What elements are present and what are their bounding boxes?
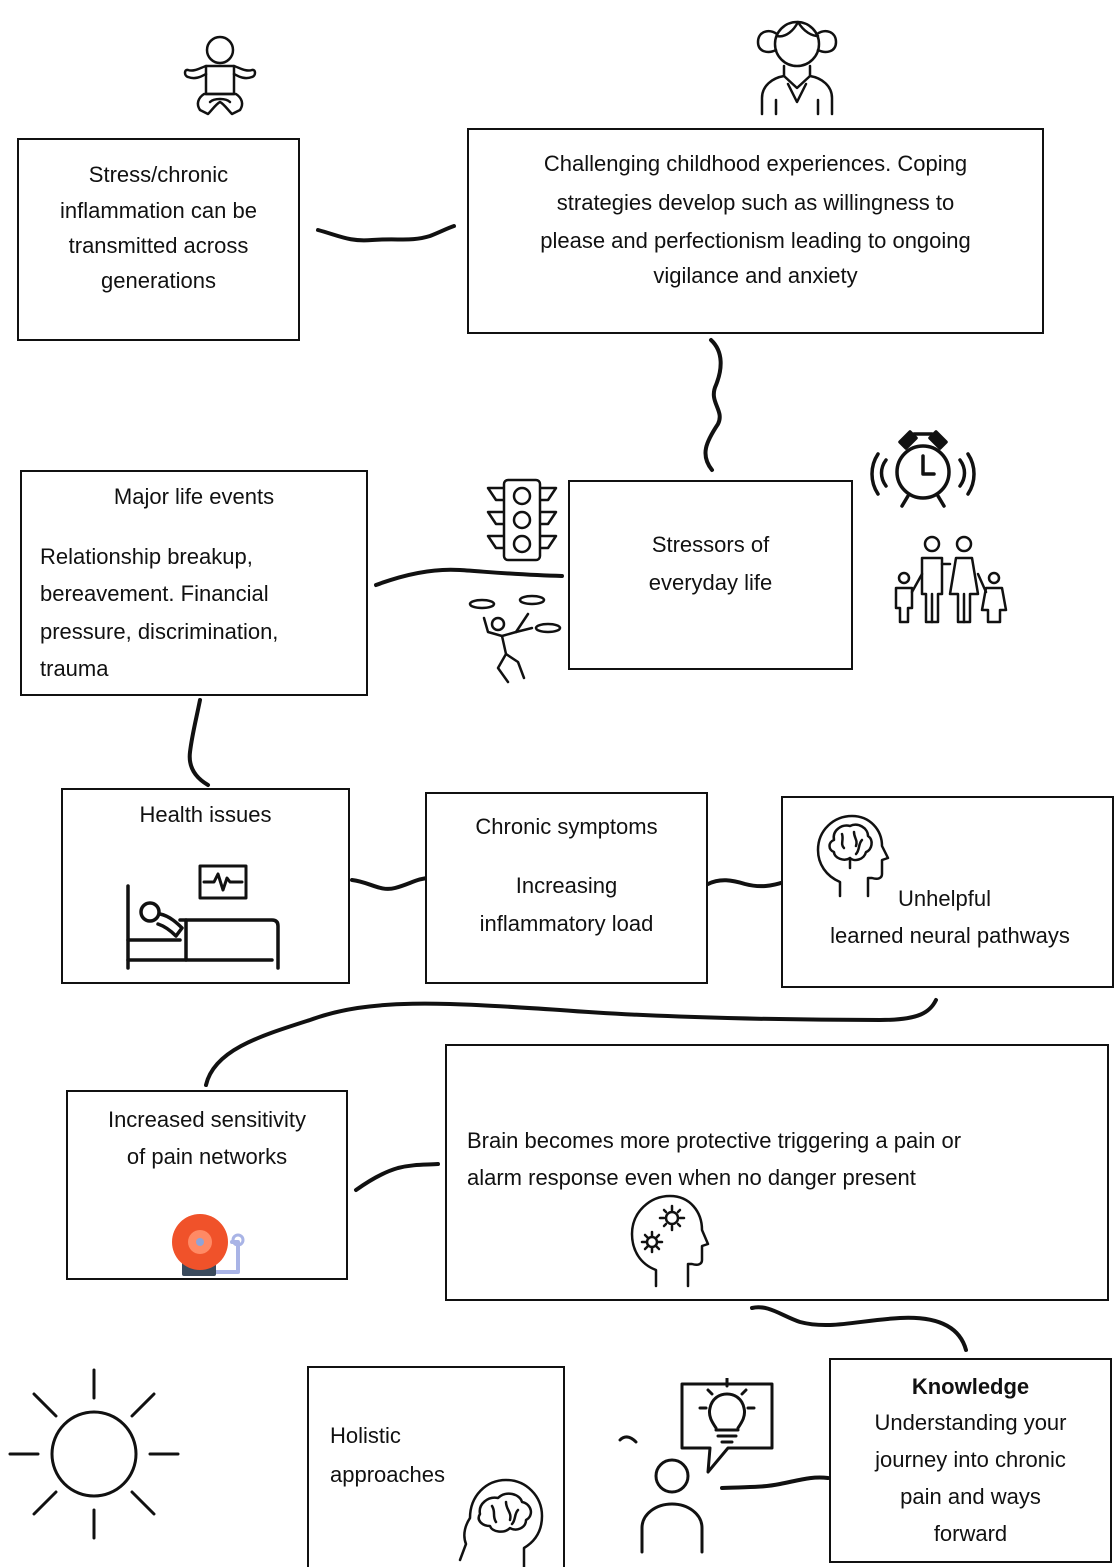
node-childhood: [467, 128, 1044, 334]
node-knowledge-title: Knowledge: [911, 1374, 1030, 1399]
node-holistic: [307, 1366, 565, 1567]
node-major-events-line-4: trauma: [40, 656, 109, 681]
connector-events-stressors: [374, 567, 564, 587]
node-childhood-line-3: please and perfectionism leading to ongo…: [540, 228, 971, 253]
node-stress-generations-line-2: inflammation can be: [60, 198, 257, 223]
node-stress-generations: [17, 138, 300, 341]
gears-head-icon: [626, 1192, 710, 1288]
node-chronic-line-2: inflammatory load: [479, 911, 654, 936]
node-childhood-line-1: Challenging childhood experiences. Copin…: [543, 151, 968, 176]
node-major-events-line-3: pressure, discrimination,: [40, 619, 279, 644]
node-sensitivity-line-1: Increased sensitivity: [107, 1107, 307, 1132]
node-knowledge-line-4: forward: [933, 1521, 1008, 1546]
node-stress-generations-line-1: Stress/chronic: [88, 162, 229, 187]
sun-icon: [6, 1368, 182, 1540]
node-childhood-line-2: strategies develop such as willingness t…: [556, 190, 955, 215]
node-knowledge-line-3: pain and ways: [900, 1484, 1041, 1509]
node-chronic-line-1: Increasing: [515, 873, 618, 898]
node-holistic-line-1: Holistic: [330, 1423, 401, 1448]
node-major-events: [20, 470, 368, 696]
connector-events-health: [187, 698, 210, 787]
person-idea-icon: [616, 1378, 776, 1564]
heart-monitor-icon: [196, 862, 250, 902]
connector-sensitivity-brain: [354, 1162, 440, 1192]
brain-head-icon-holistic: [456, 1468, 548, 1567]
node-brain-protective: [445, 1044, 1109, 1301]
connector-childhood-stressors: [703, 338, 723, 472]
connector-chronic-neural: [706, 878, 786, 889]
node-sensitivity-line-2: of pain networks: [126, 1144, 288, 1169]
connector-neural-sensitivity: [204, 998, 938, 1087]
node-stressors: [568, 480, 853, 670]
node-knowledge-line-1: Understanding your: [874, 1410, 1067, 1435]
baby-icon: [180, 32, 260, 122]
traffic-light-icon: [482, 476, 562, 564]
alarm-bell-icon: [164, 1212, 254, 1282]
node-health-title: Health issues: [139, 802, 272, 827]
node-major-events-line-2: bereavement. Financial: [40, 581, 269, 606]
hospital-bed-icon: [122, 884, 282, 970]
connector-person-knowledge: [720, 1475, 830, 1490]
node-neural-line-1: Unhelpful: [898, 886, 991, 911]
node-brain-protective-line-2: alarm response even when no danger prese…: [467, 1165, 916, 1190]
node-stressors-line-1: Stressors of: [651, 532, 770, 557]
alarm-clock-icon: [870, 430, 976, 510]
brain-head-icon: [810, 812, 890, 898]
node-knowledge: [829, 1358, 1112, 1563]
node-neural-line-2: learned neural pathways: [830, 923, 1070, 948]
girl-icon: [750, 10, 844, 116]
family-icon: [884, 534, 1014, 626]
node-chronic: [425, 792, 708, 984]
node-childhood-line-4: vigilance and anxiety: [653, 263, 858, 288]
connector-generations-childhood: [316, 224, 456, 243]
node-major-events-line-1: Relationship breakup,: [40, 544, 253, 569]
node-holistic-line-2: approaches: [330, 1462, 445, 1487]
node-chronic-title: Chronic symptoms: [475, 814, 658, 839]
node-neural: [781, 796, 1114, 988]
node-knowledge-line-2: journey into chronic: [875, 1447, 1066, 1472]
juggler-icon: [462, 592, 566, 686]
node-brain-protective-line-1: Brain becomes more protective triggering…: [467, 1128, 962, 1153]
node-major-events-title: Major life events: [113, 484, 275, 509]
node-stress-generations-line-3: transmitted across: [68, 233, 249, 258]
connector-brain-knowledge: [750, 1305, 968, 1352]
connector-health-chronic: [350, 876, 432, 891]
node-health: [61, 788, 350, 984]
node-stress-generations-line-4: generations: [101, 268, 216, 293]
node-stressors-line-2: everyday life: [648, 570, 773, 595]
